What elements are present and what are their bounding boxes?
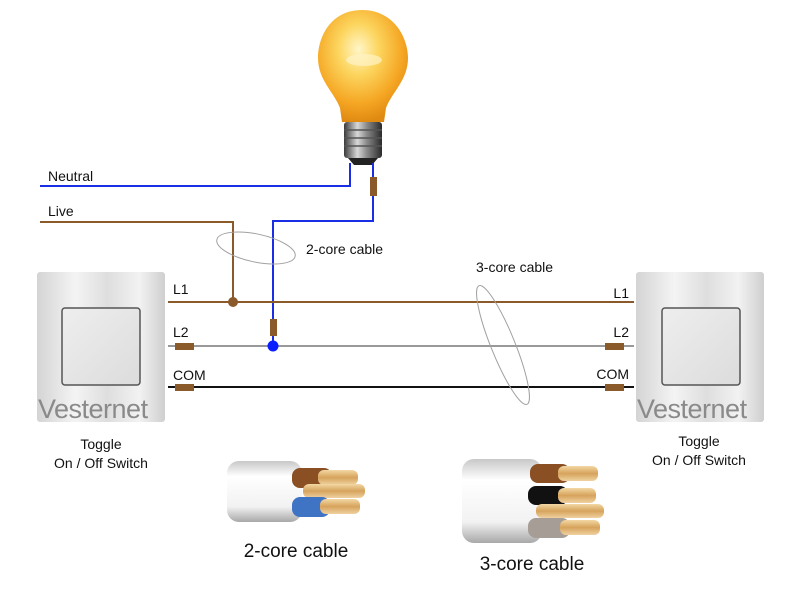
three-core-cable-caption: 3-core cable [480, 554, 585, 575]
two-core-cable-label: 2-core cable [306, 241, 383, 257]
three-core-cable-image [462, 459, 604, 543]
right-switch-brand: Vesternet [637, 394, 748, 424]
two-core-cable-caption: 2-core cable [244, 541, 349, 562]
right-l1-label: L1 [613, 285, 629, 301]
l2-junction [267, 340, 279, 352]
three-core-cable-label: 3-core cable [476, 259, 553, 275]
three-core-grey-core [528, 518, 600, 538]
left-l2-sleeve [175, 343, 194, 350]
bulb-terminal-sleeve [370, 177, 377, 196]
left-switch-rocker[interactable] [61, 307, 141, 386]
two-core-brown-core [292, 468, 358, 488]
right-com-label: COM [596, 366, 629, 382]
left-switch-caption-1: Toggle [80, 436, 121, 452]
left-l1-label: L1 [173, 281, 189, 297]
right-l2-sleeve [605, 343, 624, 350]
three-core-brown-core [530, 464, 598, 483]
right-com-sleeve [605, 384, 624, 391]
two-core-blue-core [292, 497, 360, 517]
three-core-black-core [528, 486, 596, 505]
right-l2-label: L2 [613, 324, 629, 340]
left-com-sleeve [175, 384, 194, 391]
two-core-cable-loop [216, 231, 296, 265]
l2-junction-sleeve [270, 319, 277, 336]
right-switch[interactable]: Vesternet [636, 272, 764, 424]
left-l2-label: L2 [173, 324, 189, 340]
left-switch[interactable]: Vesternet [37, 272, 165, 424]
l1-junction [228, 297, 238, 307]
left-switch-brand: Vesternet [38, 394, 149, 424]
live-label: Live [48, 203, 74, 219]
neutral-label: Neutral [48, 168, 93, 184]
neutral-wire [40, 163, 351, 187]
left-com-label: COM [173, 367, 206, 383]
three-core-cable-loop [476, 284, 530, 406]
light-bulb-icon [318, 10, 408, 165]
live-wire [40, 221, 234, 302]
left-switch-caption-2: On / Off Switch [54, 455, 148, 471]
right-switch-caption-1: Toggle [678, 433, 719, 449]
two-core-cable-image [227, 461, 365, 522]
right-switch-caption-2: On / Off Switch [652, 452, 746, 468]
right-switch-rocker[interactable] [661, 307, 741, 386]
